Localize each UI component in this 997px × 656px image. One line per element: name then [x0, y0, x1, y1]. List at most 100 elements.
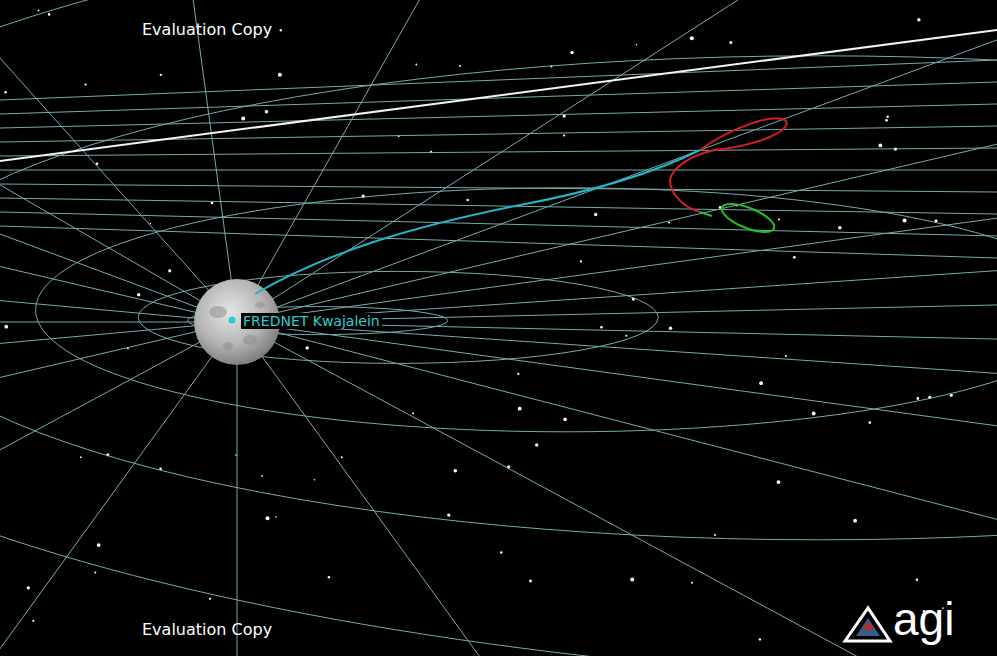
star	[266, 516, 270, 520]
star	[137, 293, 140, 296]
watermark-text: Evaluation Copy	[142, 622, 272, 638]
star	[869, 421, 872, 424]
star	[793, 256, 796, 259]
star	[241, 117, 245, 121]
facility-marker	[229, 317, 236, 324]
star	[328, 576, 330, 578]
star	[314, 479, 316, 481]
star	[38, 10, 40, 12]
grid-spoke	[0, 322, 237, 656]
star	[160, 74, 162, 76]
grid-line	[0, 184, 997, 192]
star	[280, 29, 282, 31]
star	[600, 326, 603, 329]
star	[235, 454, 237, 456]
star	[529, 580, 532, 583]
star	[168, 269, 171, 272]
grid-spoke	[237, 322, 997, 656]
star	[265, 110, 269, 114]
grid-ring	[0, 56, 997, 540]
grid-spoke	[237, 0, 716, 322]
star	[916, 397, 919, 400]
watermark-text: Evaluation Copy	[142, 22, 272, 38]
grid-line	[0, 104, 997, 128]
star	[563, 134, 565, 136]
star	[916, 579, 918, 581]
star	[261, 475, 263, 477]
star	[778, 219, 780, 221]
star-field	[4, 10, 952, 641]
star	[838, 226, 842, 230]
grid-spoke	[0, 0, 237, 322]
star	[85, 83, 87, 85]
star	[853, 519, 857, 523]
grid-line	[0, 148, 997, 156]
orbit-transition	[700, 212, 712, 216]
grid-spoke	[0, 322, 237, 630]
star	[4, 325, 8, 329]
transfer-trajectory	[255, 150, 700, 294]
grid-line	[0, 226, 997, 258]
star	[563, 115, 566, 118]
grid-spoke	[237, 14, 997, 322]
grid-spoke	[0, 0, 237, 322]
capture-arc	[670, 118, 787, 212]
star	[594, 213, 597, 216]
final-orbit	[718, 198, 777, 238]
star	[917, 18, 920, 21]
grid-spoke	[237, 322, 238, 656]
star	[580, 260, 582, 262]
star	[785, 355, 787, 357]
star	[500, 551, 502, 553]
grid-line	[0, 60, 997, 100]
grid-spoke	[237, 322, 829, 656]
star	[211, 202, 214, 205]
grid-spoke	[115, 0, 237, 322]
star	[306, 346, 309, 349]
star	[903, 219, 907, 223]
star	[278, 73, 282, 77]
star	[535, 443, 538, 446]
star	[885, 119, 888, 122]
star	[466, 199, 468, 201]
star	[563, 418, 567, 422]
star	[668, 221, 670, 223]
star	[625, 335, 627, 337]
star	[447, 513, 450, 516]
star	[570, 51, 573, 54]
star	[518, 407, 522, 411]
star	[341, 456, 343, 458]
star	[636, 44, 638, 46]
star	[777, 480, 781, 484]
grid-spoke	[237, 135, 997, 322]
grid-spoke	[237, 0, 997, 322]
grid-spoke	[0, 0, 237, 322]
star	[94, 572, 96, 574]
star	[691, 582, 693, 584]
orbit-line	[0, 30, 997, 161]
star	[454, 469, 458, 473]
star	[32, 620, 34, 622]
star	[459, 65, 461, 67]
grid-spoke	[237, 322, 997, 509]
grid-spoke	[237, 322, 997, 416]
star	[27, 586, 30, 589]
star	[97, 543, 101, 547]
star	[759, 381, 763, 385]
grid-line	[0, 126, 997, 142]
grid-spoke	[237, 0, 997, 322]
star	[209, 598, 211, 600]
star	[275, 516, 277, 518]
star	[729, 41, 732, 44]
star	[812, 412, 816, 416]
star	[714, 534, 716, 536]
grid-spoke	[0, 322, 237, 656]
agi-logo-mark	[845, 608, 890, 641]
star	[517, 373, 519, 375]
star	[690, 36, 694, 40]
